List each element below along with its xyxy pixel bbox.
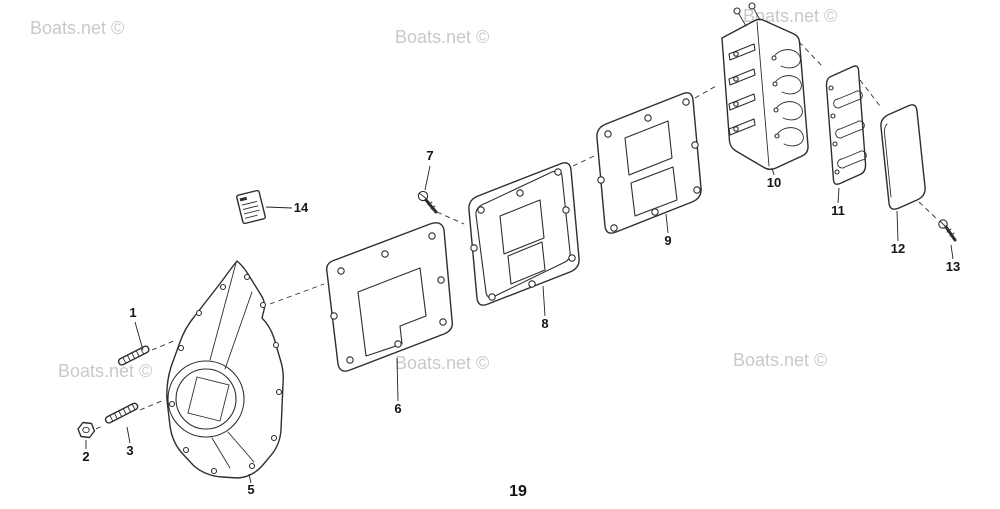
part-8-valve-plate bbox=[468, 162, 580, 306]
watermark-text: Boats.net © bbox=[58, 361, 152, 381]
block-top-screws bbox=[733, 2, 761, 27]
callout-leader-line bbox=[950, 244, 954, 260]
page-number: 19 bbox=[509, 483, 527, 500]
callout-leader-line bbox=[542, 285, 546, 317]
callout-leader-line bbox=[424, 165, 431, 191]
part-1-stud bbox=[117, 345, 150, 366]
callout-3: 3 bbox=[126, 426, 134, 458]
callout-leader-line bbox=[837, 187, 840, 204]
part-14-decal bbox=[236, 189, 266, 225]
callout-8: 8 bbox=[541, 285, 549, 331]
callout-13: 13 bbox=[946, 244, 960, 274]
callout-10: 10 bbox=[767, 167, 781, 190]
callout-leader-line bbox=[665, 213, 669, 234]
axis-dash bbox=[572, 155, 595, 167]
callout-number: 13 bbox=[946, 259, 960, 274]
part-12-cover-plate bbox=[880, 104, 926, 210]
callout-leader-line bbox=[126, 426, 131, 444]
part-11-reed-stop-plate bbox=[825, 65, 867, 185]
callout-leader-line bbox=[896, 210, 899, 242]
axis-dash bbox=[95, 424, 105, 430]
exploded-axis-lines bbox=[95, 41, 939, 430]
part-7-screw bbox=[417, 190, 438, 214]
part-10-reed-valve-block bbox=[721, 2, 809, 171]
callout-9: 9 bbox=[664, 213, 672, 248]
axis-dash bbox=[694, 85, 717, 99]
part-9-gasket bbox=[596, 92, 702, 234]
callout-11: 11 bbox=[831, 187, 845, 218]
part-5-mounting-plate bbox=[166, 260, 284, 479]
callout-number: 2 bbox=[82, 449, 89, 464]
callout-number: 10 bbox=[767, 175, 781, 190]
callout-number: 8 bbox=[541, 316, 548, 331]
callout-14: 14 bbox=[265, 200, 309, 215]
callout-number: 14 bbox=[294, 200, 309, 215]
block-edge bbox=[756, 21, 770, 167]
callout-6: 6 bbox=[394, 357, 402, 416]
axis-dash bbox=[918, 201, 939, 221]
part-3-stud bbox=[104, 402, 139, 424]
callout-leader-line bbox=[771, 167, 775, 176]
screw-shaft bbox=[944, 225, 957, 242]
watermark-text: Boats.net © bbox=[30, 18, 124, 38]
callout-7: 7 bbox=[424, 148, 434, 191]
callout-number: 1 bbox=[129, 305, 136, 320]
callout-number: 3 bbox=[126, 443, 133, 458]
part-6-gasket bbox=[325, 222, 454, 372]
axis-dash bbox=[139, 399, 165, 411]
watermark-text: Boats.net © bbox=[395, 27, 489, 47]
part-13-screw bbox=[938, 219, 957, 242]
callout-5: 5 bbox=[247, 473, 255, 497]
axis-dash bbox=[859, 79, 881, 107]
callout-leader-line bbox=[134, 321, 144, 351]
callout-12: 12 bbox=[891, 210, 905, 256]
decal-logo-bar bbox=[239, 196, 248, 202]
watermark-text: Boats.net © bbox=[395, 353, 489, 373]
callout-number: 7 bbox=[426, 148, 433, 163]
axis-dash bbox=[798, 41, 825, 69]
callout-1: 1 bbox=[129, 305, 144, 351]
part-2-nut bbox=[77, 421, 96, 439]
callout-leader-line bbox=[248, 473, 252, 484]
callout-number: 9 bbox=[664, 233, 671, 248]
axis-dash bbox=[269, 283, 325, 305]
callout-2: 2 bbox=[82, 440, 90, 464]
watermark-text: Boats.net © bbox=[733, 350, 827, 370]
callout-leader-line bbox=[265, 206, 293, 209]
callout-number: 11 bbox=[831, 203, 845, 218]
callout-number: 5 bbox=[247, 482, 254, 497]
axis-dash bbox=[436, 211, 465, 225]
callout-leader-line bbox=[396, 357, 399, 402]
axis-dash bbox=[151, 339, 177, 351]
parts-layer bbox=[77, 2, 957, 479]
screw-shaft bbox=[424, 198, 438, 214]
callout-number: 12 bbox=[891, 241, 905, 256]
callout-number: 6 bbox=[394, 401, 401, 416]
